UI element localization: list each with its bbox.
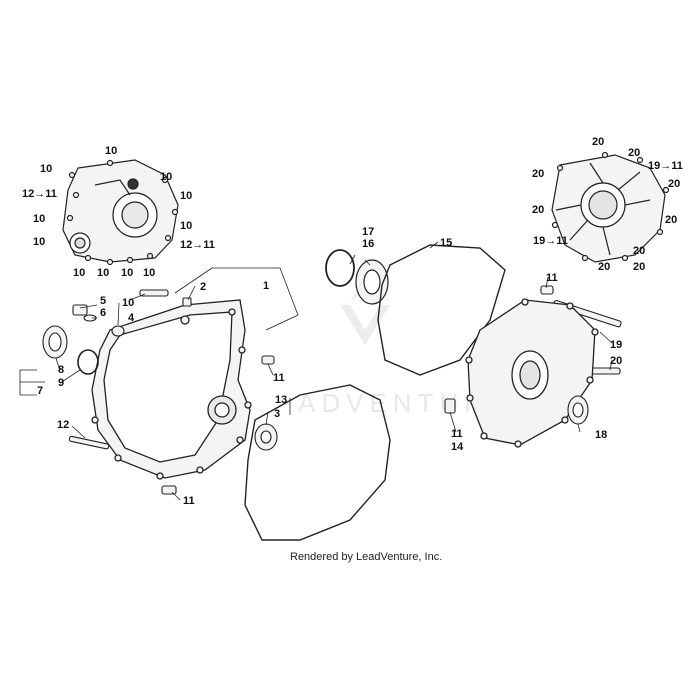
cover-seal xyxy=(567,395,589,425)
label-16: 16 xyxy=(362,238,374,250)
label-18: 18 xyxy=(595,429,607,441)
label-7: 7 xyxy=(37,385,43,397)
label-11-d: 11 xyxy=(546,272,558,284)
label-10-ul-5: 10 xyxy=(160,171,172,183)
label-10-ul-10: 10 xyxy=(121,267,133,279)
crankcase-cover xyxy=(91,299,252,480)
leader-lines xyxy=(19,241,613,501)
label-20-ur-5: 20 xyxy=(532,204,544,216)
cvt-gasket xyxy=(377,244,506,376)
label-10-ul-1: 10 xyxy=(105,145,117,157)
label-6: 6 xyxy=(100,307,106,319)
label-20-ur-2: 20 xyxy=(628,147,640,159)
outer-cover-top-view xyxy=(62,159,179,266)
label-10-ul-6: 10 xyxy=(180,190,192,202)
cover-gasket xyxy=(244,384,391,541)
label-5: 5 xyxy=(100,295,106,307)
credit-text: Rendered by LeadVenture, Inc. xyxy=(290,551,443,563)
label-13: 13 xyxy=(275,394,287,406)
cvt-cover xyxy=(465,298,599,448)
callout-labels: 1 2 3 4 5 6 7 8 9 10 11 11 12 13 11 14 1… xyxy=(22,136,683,507)
label-2: 2 xyxy=(200,281,206,293)
label-20-ur-9: 20 xyxy=(633,261,645,273)
label-1: 1 xyxy=(263,280,269,292)
label-20-ur-1: 20 xyxy=(592,136,604,148)
oil-plug-parts xyxy=(72,304,125,337)
seal-parts xyxy=(42,325,99,375)
label-20-ur-7: 20 xyxy=(633,245,645,257)
label-14: 14 xyxy=(451,441,464,453)
label-20-ur-3: 20 xyxy=(532,168,544,180)
label-8: 8 xyxy=(58,364,64,376)
label-11-b: 11 xyxy=(183,495,195,507)
label-12: 12 xyxy=(57,419,69,431)
label-10-ul-3: 10 xyxy=(33,213,45,225)
label-10-ul-11: 10 xyxy=(143,267,155,279)
label-10-ul-2: 10 xyxy=(40,163,52,175)
label-10-ul-9: 10 xyxy=(97,267,109,279)
label-9: 9 xyxy=(58,377,64,389)
label-20-ur-6: 20 xyxy=(665,214,677,226)
label-3: 3 xyxy=(274,408,280,420)
label-20-ur-8: 20 xyxy=(598,261,610,273)
label-12-11-ul-1: 12→11 xyxy=(22,188,57,200)
label-20: 20 xyxy=(610,355,622,367)
label-4: 4 xyxy=(128,312,135,324)
label-20-ur-4: 20 xyxy=(668,178,680,190)
label-19-11-ur-2: 19→11 xyxy=(533,235,568,247)
label-10-ul-7: 10 xyxy=(180,220,192,232)
label-11-c: 11 xyxy=(451,428,463,440)
label-12-11-ul-2: 12→11 xyxy=(180,239,215,251)
label-10-ul-8: 10 xyxy=(73,267,85,279)
label-10-bolt: 10 xyxy=(122,297,134,309)
label-17: 17 xyxy=(362,226,374,238)
label-11-a: 11 xyxy=(273,372,285,384)
bearing xyxy=(254,423,278,451)
label-10-ul-4: 10 xyxy=(33,236,45,248)
label-19: 19 xyxy=(610,339,622,351)
cvt-cover-top-view xyxy=(551,151,670,263)
label-19-11-ur-1: 19→11 xyxy=(648,160,683,172)
label-15: 15 xyxy=(440,237,452,249)
o-ring-and-seal xyxy=(325,249,389,305)
